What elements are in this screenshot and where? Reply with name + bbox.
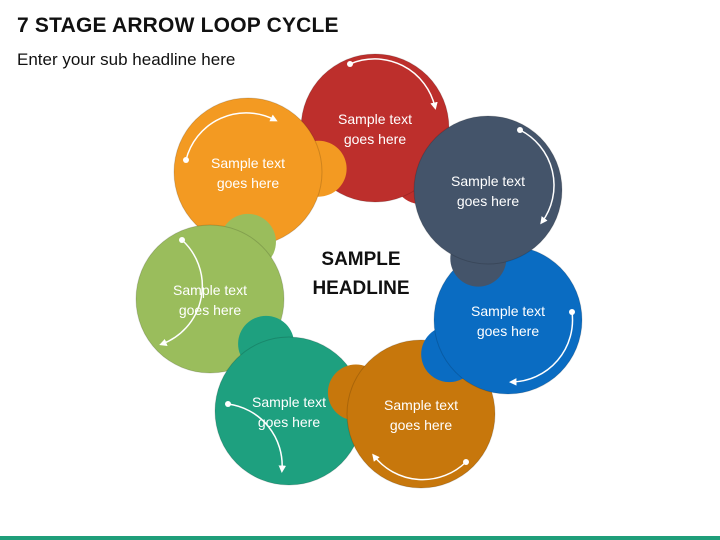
stage-5-text-line1: Sample text [252, 394, 326, 410]
stage-6-arrow-icon [159, 239, 204, 346]
stage-5: Sample text goes here [214, 315, 364, 486]
bottom-accent-bar [0, 536, 720, 540]
stage-3-arrow-dot [569, 309, 575, 315]
stage-5-arrow-dot [225, 401, 231, 407]
page-subtitle: Enter your sub headline here [17, 50, 236, 69]
stage-5-text-line2: goes here [258, 414, 320, 430]
stage-4-text-line1: Sample text [384, 397, 458, 413]
center-headline-line2: HEADLINE [312, 278, 409, 299]
stage-6-text-line1: Sample text [173, 282, 247, 298]
stage-5-arrow-icon [227, 403, 287, 473]
center-headline-line1: SAMPLE [321, 249, 400, 270]
stage-3-text-line1: Sample text [471, 303, 545, 319]
stage-2-arrow-dot [517, 127, 523, 133]
stage-6-arrow-dot [179, 237, 185, 243]
page-title: 7 STAGE ARROW LOOP CYCLE [17, 14, 339, 37]
stage-1-text-line1: Sample text [338, 111, 412, 127]
stage-7-text-line1: Sample text [211, 155, 285, 171]
stage-2-circle [413, 115, 563, 265]
stage-4-text-line2: goes here [390, 417, 452, 433]
stage-7: Sample text goes here [173, 97, 347, 247]
stage-7-arrow-icon [185, 112, 278, 161]
stage-3-text-line2: goes here [477, 323, 539, 339]
stage-1-text-line2: goes here [344, 131, 406, 147]
stage-2-text-line1: Sample text [451, 173, 525, 189]
stage-1-arrow-dot [347, 61, 353, 67]
stage-2-text-line2: goes here [457, 193, 519, 209]
stage-7-arrow-dot [183, 157, 189, 163]
stage-7-text-line2: goes here [217, 175, 279, 191]
stage-1-arrow-icon [349, 58, 438, 110]
stage-4-arrow-icon [372, 453, 467, 481]
stage-4-arrow-dot [463, 459, 469, 465]
stage-2: Sample text goes here [413, 115, 563, 287]
stage-3-arrow-icon [509, 311, 574, 386]
stage-6-text-line2: goes here [179, 302, 241, 318]
stage-2-arrow-icon [519, 129, 555, 225]
